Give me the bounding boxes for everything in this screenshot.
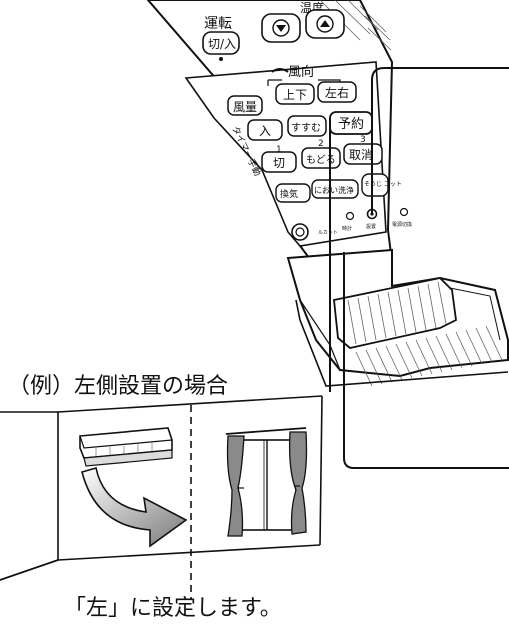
susumu-button[interactable] [287, 115, 327, 137]
sojikit-label: そうじ コット [364, 181, 402, 188]
furyo-button[interactable] [227, 95, 263, 116]
air-conditioner-icon [79, 427, 173, 467]
sayu-label: 左右 [325, 85, 349, 100]
onoff-indicator [219, 57, 223, 61]
kiri-button[interactable] [261, 151, 297, 173]
fuko-title: 風向 [288, 64, 314, 80]
susumu-label: すすむ [291, 122, 321, 134]
sojikit-button[interactable] [361, 173, 389, 197]
nioi-button[interactable] [311, 179, 359, 199]
modoru-label: もどる [306, 154, 336, 166]
joge-label: 上下 [283, 88, 307, 102]
yoyaku-label: 予約 [338, 117, 364, 132]
sayu-button[interactable] [317, 81, 357, 103]
result-caption: 「左」に設定します。 [64, 596, 282, 621]
sokusu-label: 換気 [280, 188, 298, 200]
small-label-1: ルカット [318, 230, 338, 236]
sokusu-button[interactable] [275, 183, 311, 203]
timer-number-1: 1 [276, 145, 282, 155]
furyo-label: 風量 [233, 100, 257, 114]
triangle-down-icon [276, 25, 286, 32]
small-label-3: 設置 [366, 223, 376, 230]
right-curtain [288, 431, 308, 535]
hinge-block [333, 277, 457, 349]
unten-label: 運転 [204, 16, 232, 32]
triangle-up-icon [320, 20, 330, 27]
example-title: （例）左側設置の場合 [8, 374, 229, 399]
iri-button[interactable] [247, 119, 283, 141]
small-label-2: 時計 [342, 225, 352, 232]
joge-button[interactable] [275, 83, 315, 105]
reset-hole[interactable] [345, 211, 355, 221]
small-label-4: 電源切換 [392, 221, 412, 228]
window-icon [225, 427, 308, 537]
callout [329, 67, 509, 469]
onoff-label: 切/入 [208, 37, 236, 51]
timer-number-3: 3 [360, 135, 366, 145]
power-switch-hole[interactable] [399, 207, 409, 217]
torikeshi-label: 取消 [349, 148, 373, 162]
room-illustration [0, 395, 323, 600]
nioi-label: におい洗浄 [314, 185, 354, 195]
airflow-arrow-icon [81, 466, 188, 548]
onoff-button[interactable] [202, 31, 240, 55]
remote-control: 運転 温度 切/入 風向 風量 上下 左右 タイマー手動 入 すすむ 予約 1 … [146, 0, 509, 387]
left-curtain [226, 435, 245, 537]
kiri-label: 切 [273, 156, 285, 170]
timer-number-2: 2 [318, 139, 324, 149]
iri-label: 入 [259, 124, 271, 138]
